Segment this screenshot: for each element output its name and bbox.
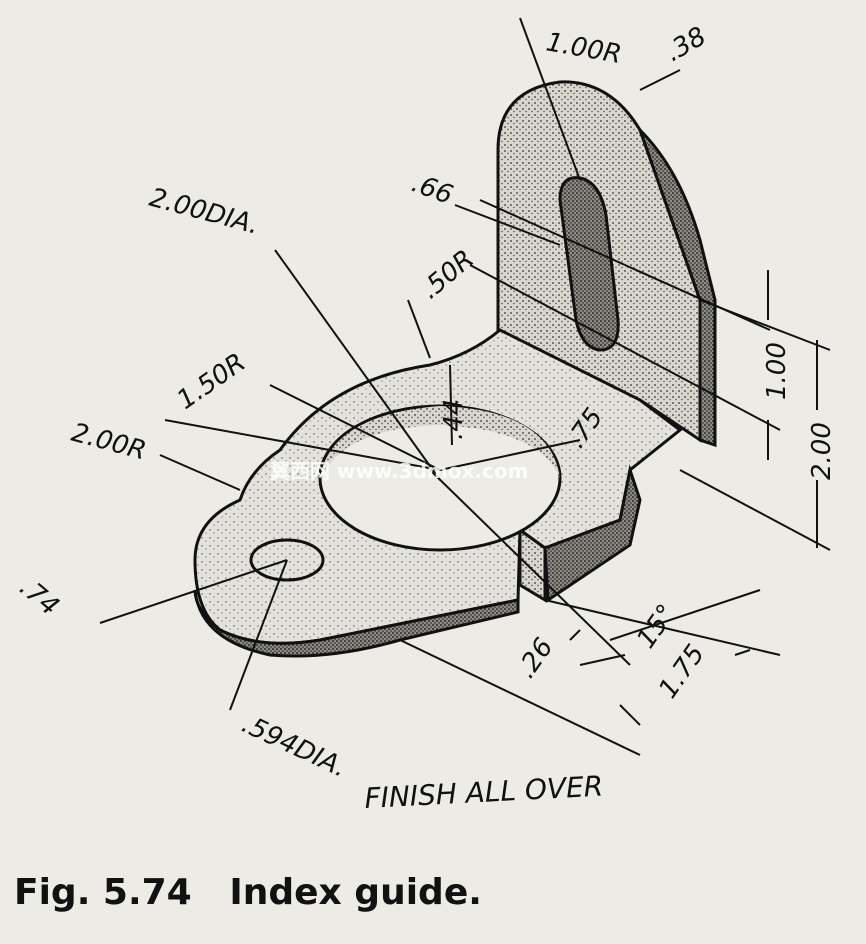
dim-corner-radius: .50R xyxy=(415,244,480,305)
figure-title: Index guide. xyxy=(229,872,482,913)
bore-inner-wall xyxy=(320,406,560,478)
dim-end-radius: 2.00R xyxy=(68,418,149,467)
upright-side-face xyxy=(638,128,717,448)
watermark: 翼西网 www.3dmox.com xyxy=(269,459,528,483)
dim-base-length: 1.75 xyxy=(653,639,711,704)
dim-upright-thickness: .38 xyxy=(661,21,712,68)
dim-upright-radius: 1.00R xyxy=(544,27,624,70)
base-edge-face xyxy=(193,589,520,658)
figure-number: Fig. 5.74 xyxy=(14,872,192,913)
dim-gap-width: .26 xyxy=(511,633,559,684)
dim-web-width: .44 xyxy=(439,399,469,440)
figure-caption: Fig. 5.74 Index guide. xyxy=(14,872,482,913)
dim-hole-dia: .594DIA. xyxy=(237,709,351,784)
dimension-lines xyxy=(99,17,831,756)
dim-boss-offset: .74 xyxy=(14,572,65,622)
dim-height: 2.00 xyxy=(807,422,837,480)
dim-slot-length: 1.00 xyxy=(762,342,792,400)
finish-note: FINISH ALL OVER xyxy=(364,770,604,815)
dim-slot-width: .66 xyxy=(408,168,457,210)
dim-angle: 15° xyxy=(631,599,682,654)
dim-arc-radius: 1.50R xyxy=(172,348,251,416)
dim-bore-dia: 2.00DIA. xyxy=(146,183,262,241)
upright-slot xyxy=(558,176,620,352)
